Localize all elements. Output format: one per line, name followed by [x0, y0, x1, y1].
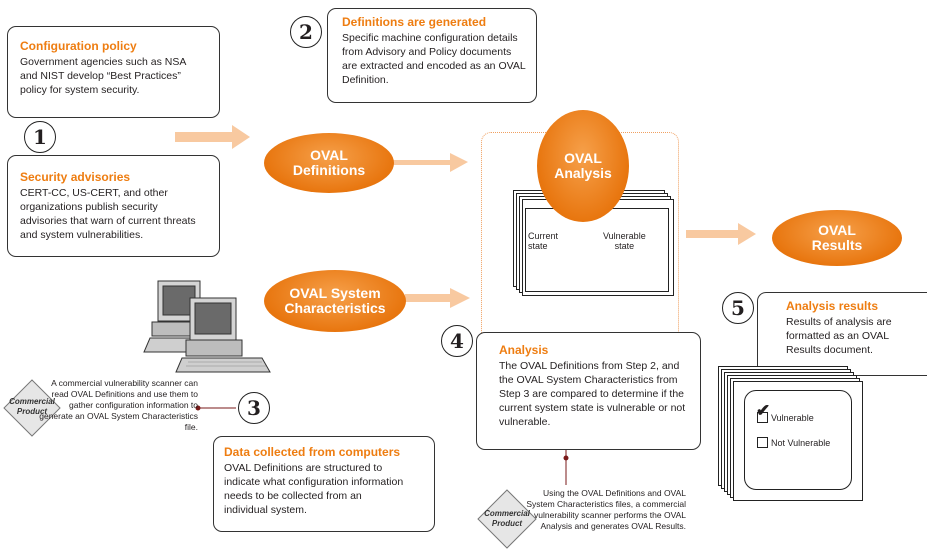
data-collected-title: Data collected from computers — [224, 445, 401, 459]
definitions-generated-text: Specific machine configuration details f… — [342, 32, 526, 86]
data-collected-box: Data collected from computers OVAL Defin… — [213, 436, 435, 532]
checklist-panel — [744, 390, 852, 490]
step-number-2: 2 — [290, 16, 322, 48]
step-number-5: 5 — [722, 292, 754, 324]
step-number-1: 1 — [24, 121, 56, 153]
analysis-results-box: Analysis results Results of analysis are… — [757, 292, 927, 376]
analysis-title: Analysis — [499, 343, 549, 357]
analysis-text: The OVAL Definitions from Step 2, and th… — [499, 360, 686, 428]
flow-arrow — [393, 153, 468, 172]
analysis-box: Analysis The OVAL Definitions from Step … — [476, 332, 701, 450]
checkbox-not-vulnerable — [757, 437, 768, 448]
checkbox-vulnerable-label: Vulnerable — [771, 413, 814, 423]
data-collected-text: OVAL Definitions are structured to indic… — [224, 462, 404, 516]
definitions-generated-title: Definitions are generated — [342, 15, 487, 29]
security-advisories-text: CERT-CC, US-CERT, and other organization… — [20, 187, 196, 241]
security-advisories-box: Security advisories CERT-CC, US-CERT, an… — [7, 155, 220, 257]
analysis-scanner-note: Using the OVAL Definitions and OVAL Syst… — [526, 488, 686, 531]
analysis-results-title: Analysis results — [786, 299, 879, 313]
config-policy-text: Government agencies such as NSA and NIST… — [20, 56, 186, 96]
flow-arrow — [686, 223, 756, 245]
config-policy-title: Configuration policy — [20, 39, 137, 53]
commercial-product-badge — [477, 489, 537, 549]
config-policy-box: Configuration policy Government agencies… — [7, 26, 220, 118]
flow-arrow — [405, 288, 470, 308]
definitions-generated-box: Definitions are generated Specific machi… — [327, 8, 537, 103]
security-advisories-title: Security advisories — [20, 170, 131, 184]
checkbox-vulnerable — [757, 412, 768, 423]
flow-arrow — [175, 125, 250, 149]
state-card — [525, 208, 669, 292]
analysis-results-text: Results of analysis are formatted as an … — [786, 316, 892, 356]
checkbox-not-vulnerable-label: Not Vulnerable — [771, 438, 831, 448]
checkmark-icon: ✔ — [756, 401, 771, 420]
step-number-4: 4 — [441, 325, 473, 357]
commercial-product-badge — [3, 379, 61, 437]
step-number-3: 3 — [238, 392, 270, 424]
computer-icon — [175, 297, 271, 373]
scanner-note: A commercial vulnerability scanner can r… — [39, 378, 198, 432]
